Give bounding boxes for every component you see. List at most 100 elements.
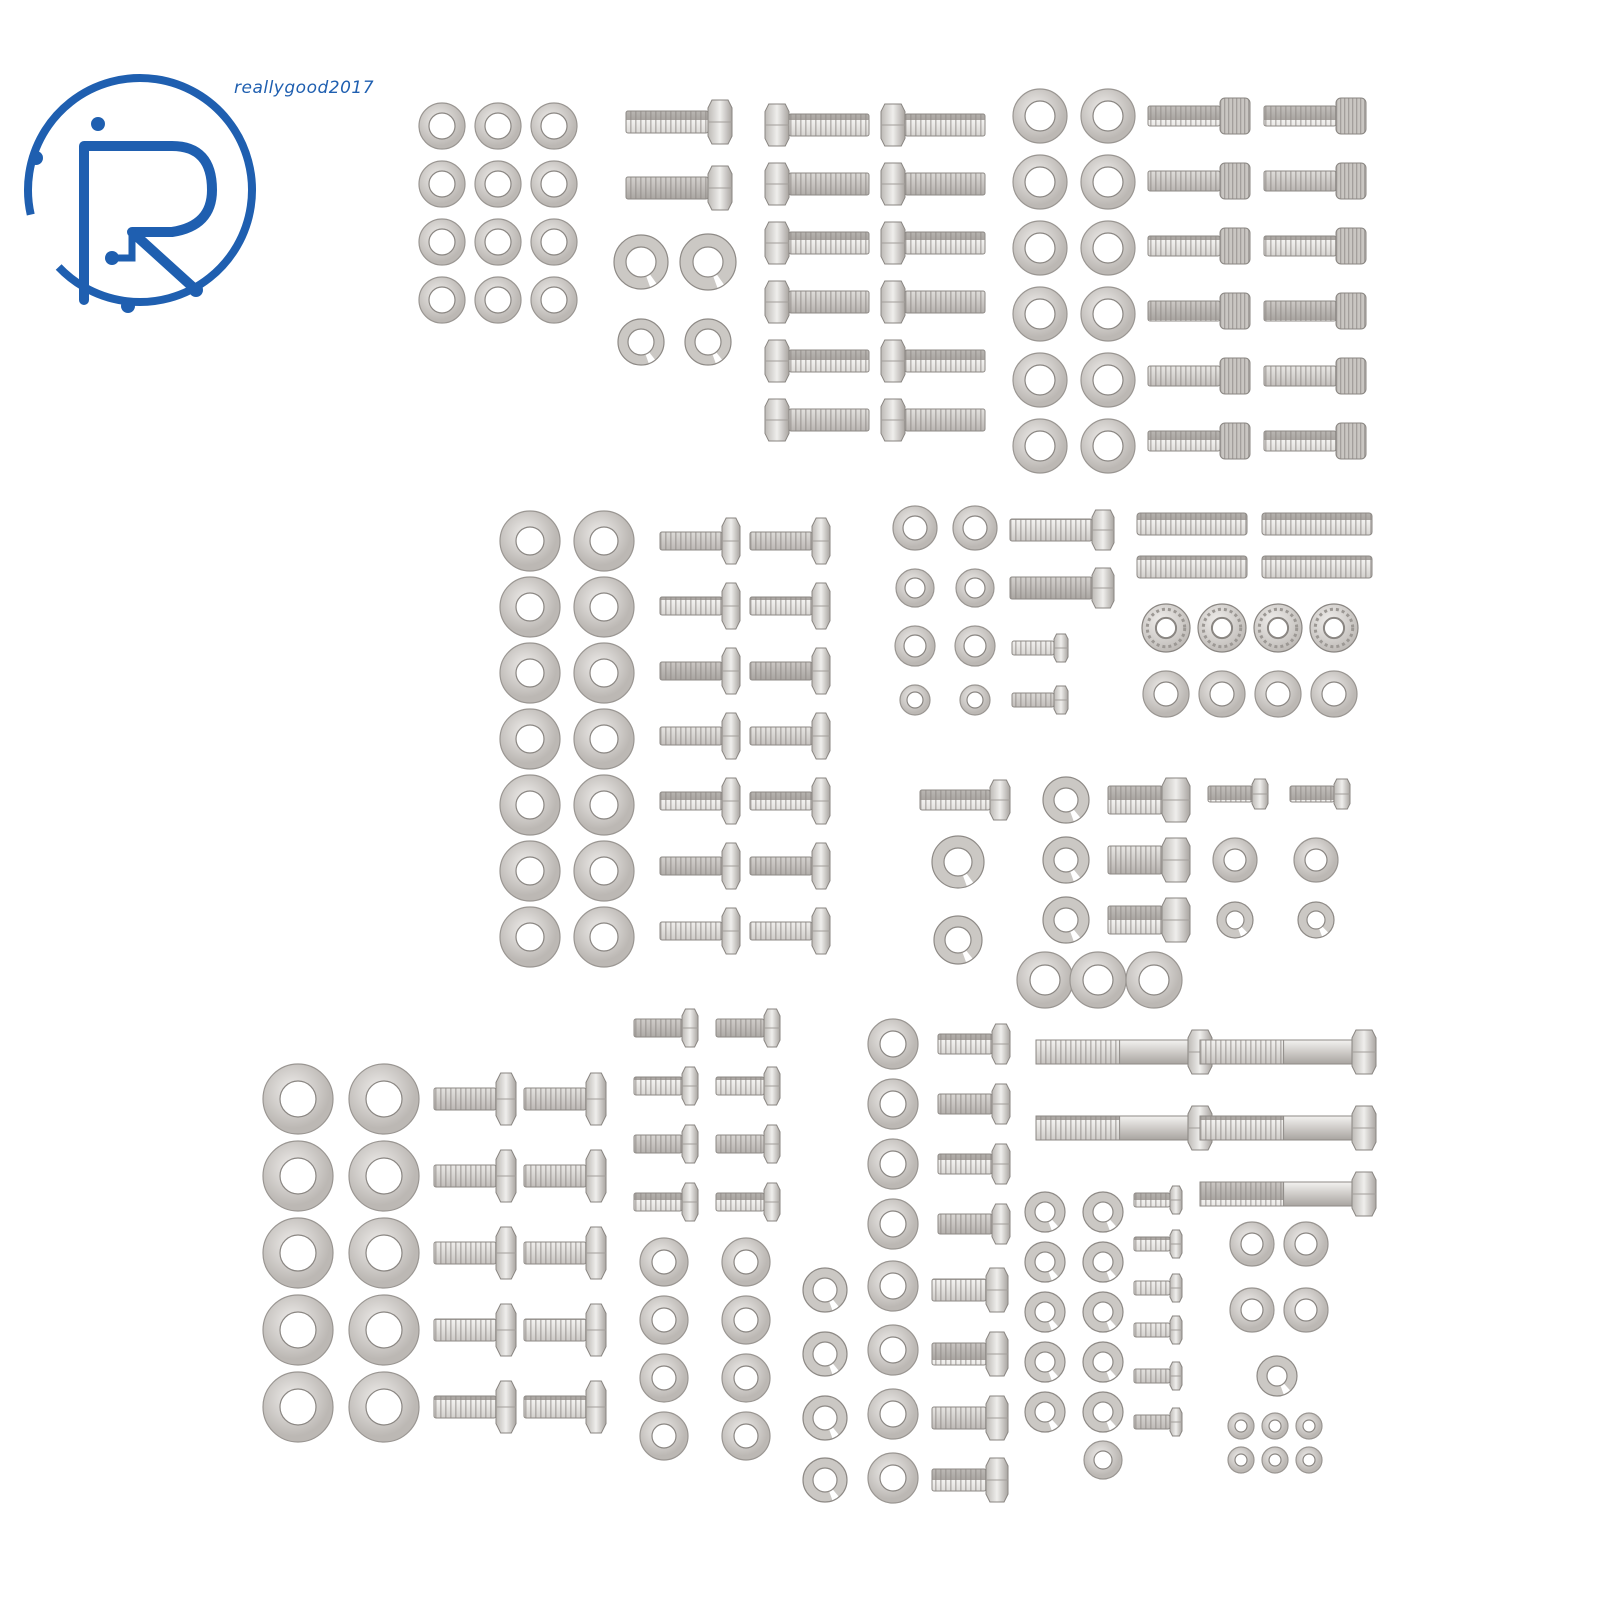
washer xyxy=(1013,419,1067,473)
hex-bolts-medium xyxy=(659,517,831,955)
hex-bolt xyxy=(931,1267,1009,1313)
hex-bolt xyxy=(659,582,741,630)
hex-bolt xyxy=(715,1066,781,1106)
washer xyxy=(1070,952,1126,1008)
washer xyxy=(1084,1441,1122,1479)
washers-bottom-column xyxy=(867,1018,919,1504)
flat-washers-row xyxy=(1142,670,1358,718)
lock-washer xyxy=(1025,1342,1065,1382)
hex-bolt xyxy=(764,103,870,147)
washer xyxy=(640,1354,688,1402)
washer xyxy=(960,685,990,715)
washer xyxy=(722,1412,770,1460)
tiny-washers xyxy=(1227,1412,1323,1474)
hex-bolts-bottom-column xyxy=(931,1023,1011,1503)
washer xyxy=(953,506,997,550)
hex-bolt xyxy=(931,1331,1009,1377)
washer xyxy=(500,775,560,835)
washer xyxy=(349,1372,419,1442)
washer xyxy=(263,1295,333,1365)
hex-bolts-heavy xyxy=(919,777,1191,943)
hex-bolt xyxy=(659,842,741,890)
washer xyxy=(1081,287,1135,341)
hex-bolt xyxy=(433,1149,517,1203)
washer xyxy=(722,1296,770,1344)
hex-bolt xyxy=(433,1072,517,1126)
washer xyxy=(1081,419,1135,473)
threaded-rod xyxy=(1261,555,1373,579)
socket-cap-screw xyxy=(1263,227,1367,265)
washer xyxy=(1081,353,1135,407)
brand-logo xyxy=(23,73,256,313)
socket-cap-screw xyxy=(1147,97,1251,135)
washer xyxy=(1262,1447,1288,1473)
socket-cap-screw xyxy=(1147,422,1251,460)
washer xyxy=(1255,671,1301,717)
lock-washer xyxy=(680,234,736,290)
logo-node xyxy=(121,299,135,313)
threaded-rods xyxy=(1136,512,1373,579)
hex-bolt xyxy=(1199,1171,1377,1217)
lock-washer xyxy=(1217,902,1253,938)
hex-bolt xyxy=(1133,1229,1183,1259)
hex-bolt xyxy=(523,1380,607,1434)
washer xyxy=(868,1019,918,1069)
hex-bolt xyxy=(749,582,831,630)
logo-node xyxy=(105,251,119,265)
hex-bolt xyxy=(659,712,741,760)
socket-cap-screw xyxy=(1147,292,1251,330)
hex-bolt xyxy=(1133,1407,1183,1437)
washer xyxy=(868,1139,918,1189)
hex-bolt xyxy=(937,1023,1011,1065)
lock-washer xyxy=(803,1396,847,1440)
hex-bolt xyxy=(1107,837,1191,883)
washer xyxy=(895,626,935,666)
hex-bolt xyxy=(1199,1029,1377,1075)
washer xyxy=(1213,838,1257,882)
hex-bolt xyxy=(1133,1185,1183,1215)
lock-washer xyxy=(1043,837,1089,883)
large-flat-washers xyxy=(499,510,635,968)
washer xyxy=(868,1453,918,1503)
washer xyxy=(419,219,465,265)
lock-washer xyxy=(1083,1392,1123,1432)
washers-mixed xyxy=(892,505,998,716)
washer xyxy=(1126,952,1182,1008)
washer xyxy=(1228,1447,1254,1473)
washer xyxy=(500,841,560,901)
hex-bolt xyxy=(633,1182,699,1222)
hex-bolt xyxy=(523,1149,607,1203)
hex-bolt xyxy=(1289,778,1351,810)
washer xyxy=(475,277,521,323)
hex-bolt xyxy=(523,1072,607,1126)
logo-node xyxy=(189,283,203,297)
hex-bolt xyxy=(880,339,986,383)
hex-bolt xyxy=(659,647,741,695)
hex-bolt xyxy=(1011,633,1069,663)
washer xyxy=(263,1372,333,1442)
hex-bolt xyxy=(1107,777,1191,823)
washer xyxy=(1143,671,1189,717)
washer xyxy=(263,1141,333,1211)
washer xyxy=(1013,89,1067,143)
lock-washer xyxy=(618,319,664,365)
washer xyxy=(1284,1222,1328,1266)
washer xyxy=(531,219,577,265)
flat-washers-medium xyxy=(1012,88,1136,474)
washer xyxy=(1262,1413,1288,1439)
hardware-items xyxy=(262,88,1377,1504)
socket-cap-screw xyxy=(1147,357,1251,395)
washer xyxy=(868,1389,918,1439)
washer xyxy=(574,577,634,637)
hex-bolt xyxy=(523,1303,607,1357)
hex-bolt xyxy=(749,842,831,890)
lock-washer xyxy=(803,1268,848,1312)
threaded-rod xyxy=(1136,512,1248,536)
washer xyxy=(640,1238,688,1286)
washer xyxy=(574,709,634,769)
washer xyxy=(896,569,934,607)
hex-bolt xyxy=(433,1226,517,1280)
washer xyxy=(722,1354,770,1402)
hex-bolt xyxy=(659,907,741,955)
